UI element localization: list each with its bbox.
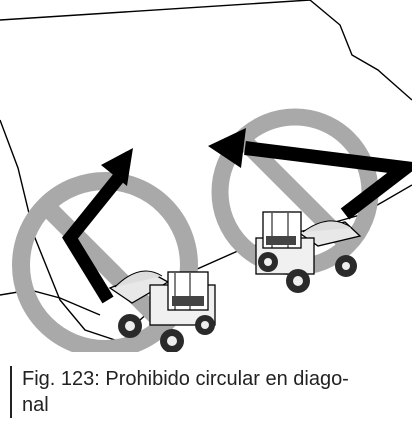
dumper-vehicle-icon [108,270,216,352]
diagonal-arrow-icon [62,148,133,304]
prohibition-sign-icon [12,172,198,352]
dumper-vehicle-icon [255,211,362,293]
slope-outline-lower [0,289,101,316]
caption-line: nal [22,394,49,416]
caption-line: Fig. 123: Prohibido circular en diago- [22,368,349,390]
slope-outline-upper [0,0,412,101]
diagonal-arrow-icon [208,128,412,220]
slope-outline-left [0,119,116,341]
figure-caption: Fig. 123: Prohibido circular en diago- n… [10,366,412,418]
figure-illustration [0,0,412,352]
slope-illustration [0,0,412,352]
